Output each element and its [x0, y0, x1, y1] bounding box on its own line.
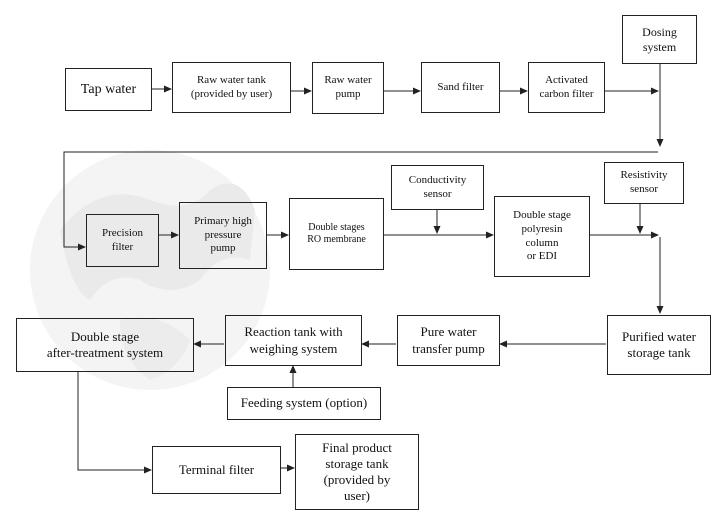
node-precision-filter: Precision filter [86, 214, 159, 267]
node-activated-carbon-filter: Activated carbon filter [528, 62, 605, 113]
node-conductivity-sensor: Conductivity sensor [391, 165, 484, 210]
node-double-stage-after-treatment-system: Double stage after-treatment system [16, 318, 194, 372]
node-pure-water-transfer-pump: Pure water transfer pump [397, 315, 500, 366]
node-tap-water: Tap water [65, 68, 152, 111]
line-after-to-terminal [77, 372, 152, 474]
node-feeding-system: Feeding system (option) [227, 387, 381, 420]
node-double-stages-ro-membrane: Double stages RO membrane [289, 198, 384, 270]
node-double-stage-polyresin-column-or-edi: Double stage polyresin column or EDI [494, 196, 590, 277]
node-sand-filter: Sand filter [421, 62, 500, 113]
node-raw-water-pump: Raw water pump [312, 62, 384, 114]
node-resistivity-sensor: Resistivity sensor [604, 162, 684, 204]
node-final-product-storage-tank: Final product storage tank (provided by … [295, 434, 419, 510]
node-primary-high-pressure-pump: Primary high pressure pump [179, 202, 267, 269]
node-dosing-system: Dosing system [622, 15, 697, 64]
node-purified-water-storage-tank: Purified water storage tank [607, 315, 711, 375]
line-wrap-to-precision [63, 151, 658, 251]
node-terminal-filter: Terminal filter [152, 446, 281, 494]
node-raw-water-tank: Raw water tank (provided by user) [172, 62, 291, 113]
node-reaction-tank-with-weighing-system: Reaction tank with weighing system [225, 315, 362, 366]
